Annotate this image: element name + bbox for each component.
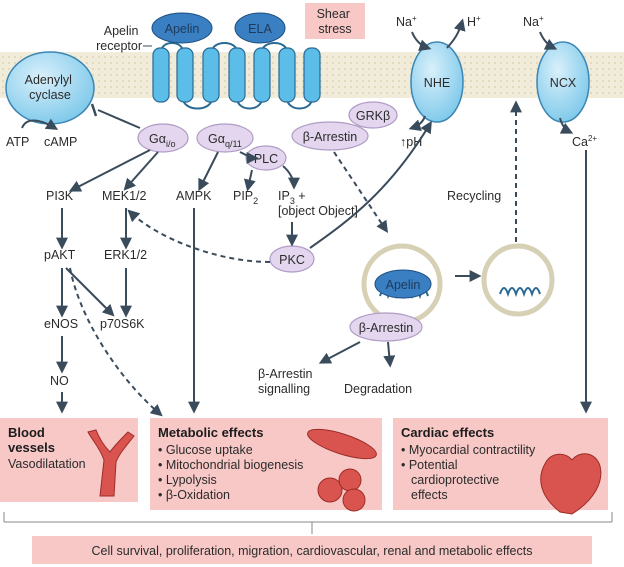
adenylyl-cyclase-label: Adenylyl cyclase: [25, 73, 76, 102]
metabolic-effects-box: Metabolic effects • Glucose uptake • Mit…: [150, 418, 382, 512]
erk-label: ERK1/2: [104, 248, 147, 262]
svg-text:PKC: PKC: [279, 253, 305, 267]
summary-bar: Cell survival, proliferation, migration,…: [32, 536, 592, 564]
metabolic-item-3: • Lypolysis: [158, 473, 217, 487]
adenylyl-cyclase: Adenylyl cyclase: [5, 51, 95, 125]
p70s6k-label: p70S6K: [100, 317, 145, 331]
heart-icon: [540, 453, 602, 515]
svg-text:Shear stress: Shear stress: [317, 7, 354, 36]
pathway-arrows: [56, 100, 592, 417]
apelin-ligand: Apelin: [151, 12, 213, 44]
ip3-dag-label: IP3 +: [278, 189, 306, 206]
cardiac-item-2b: cardioprotective: [411, 473, 499, 487]
mek-label: MEK1/2: [102, 189, 147, 203]
ph-arrow: [408, 115, 426, 132]
na-ion-label-2: Na+: [523, 14, 544, 29]
na-in-arrow-ncx: [539, 31, 558, 50]
calcium-label: Ca2+: [572, 134, 597, 149]
endosome-arrestin-label: β-Arrestin: [359, 321, 413, 335]
endosome-apelin-label: Apelin: [386, 278, 421, 292]
ncx-exchanger: NCX: [536, 41, 590, 123]
cardiac-effects-box: Cardiac effects • Myocardial contractili…: [393, 418, 608, 515]
blood-vessels-box: Blood vessels Vasodilatation: [0, 418, 138, 502]
atp-label: ATP: [6, 135, 29, 149]
svg-text:GRKβ: GRKβ: [356, 109, 390, 123]
pakt-label: pAKT: [44, 248, 76, 262]
summary-bar-text: Cell survival, proliferation, migration,…: [92, 544, 533, 558]
pkc-node: PKC: [269, 245, 315, 273]
pip2-label: PIP2: [233, 189, 258, 206]
muscle-icon: [307, 428, 377, 460]
metabolic-item-4: • β-Oxidation: [158, 488, 230, 502]
g-alpha-i-node: Gαi/o: [137, 123, 189, 153]
summary-bracket: [3, 512, 613, 534]
degradation-label: Degradation: [344, 382, 412, 396]
blood-vessels-title: Blood vessels: [8, 425, 55, 455]
receptor-label: Apelin receptor: [96, 24, 142, 53]
svg-text:Gαq/11: Gαq/11: [208, 132, 242, 149]
na-ion-label-1: Na+: [396, 14, 417, 29]
cardiac-item-1: • Myocardial contractility: [401, 443, 536, 457]
no-label: NO: [50, 374, 69, 388]
endosome-with-receptor: Apelin β-Arrestin: [349, 243, 443, 342]
ca-out-arrow: [559, 117, 574, 134]
g-alpha-q-node: Gαq/11: [196, 123, 254, 153]
blood-vessel-icon: [87, 429, 135, 497]
recycling-label: Recycling: [447, 189, 501, 203]
h-ion-label: H+: [467, 14, 481, 29]
svg-text:β-Arrestin: β-Arrestin: [303, 130, 357, 144]
recycling-endosome: [481, 243, 555, 317]
cardiac-title: Cardiac effects: [401, 425, 494, 440]
metabolic-item-2: • Mitochondrial biogenesis: [158, 458, 303, 472]
inhibition-bar: [90, 103, 98, 117]
metabolic-title: Metabolic effects: [158, 425, 263, 440]
svg-text:Gαi/o: Gαi/o: [149, 132, 175, 149]
cardiac-item-2: • Potential: [401, 458, 458, 472]
apelin-receptor: [152, 42, 321, 110]
atp-to-camp-arrow: [21, 118, 59, 130]
svg-text:NHE: NHE: [424, 76, 450, 90]
enos-label: eNOS: [44, 317, 78, 331]
metabolic-item-1: • Glucose uptake: [158, 443, 253, 457]
h-out-arrow: [446, 18, 466, 49]
pi3k-label: PI3K: [46, 189, 74, 203]
ampk-label: AMPK: [176, 189, 212, 203]
svg-text:ELA: ELA: [248, 22, 272, 36]
nhe-exchanger: NHE: [410, 41, 464, 123]
camp-label: cAMP: [44, 135, 77, 149]
dag-label: [object Object]: [278, 204, 358, 218]
shear-stress-box: Shear stress: [305, 3, 365, 39]
b-arrestin-node: β-Arrestin: [291, 121, 369, 151]
cardiac-item-2c: effects: [411, 488, 448, 502]
fat-cells-icon: [317, 468, 366, 512]
b-arrestin-signalling-label: β-Arrestin signalling: [258, 367, 316, 396]
ela-ligand: ELA: [234, 12, 286, 44]
na-in-arrow-nhe: [411, 31, 432, 52]
inhibition-line: [97, 109, 141, 129]
blood-vessels-item: Vasodilatation: [8, 457, 86, 471]
grk-node: GRKβ: [348, 101, 398, 129]
svg-text:Apelin: Apelin: [165, 22, 200, 36]
svg-text:NCX: NCX: [550, 76, 577, 90]
svg-text:PLC: PLC: [254, 152, 278, 166]
